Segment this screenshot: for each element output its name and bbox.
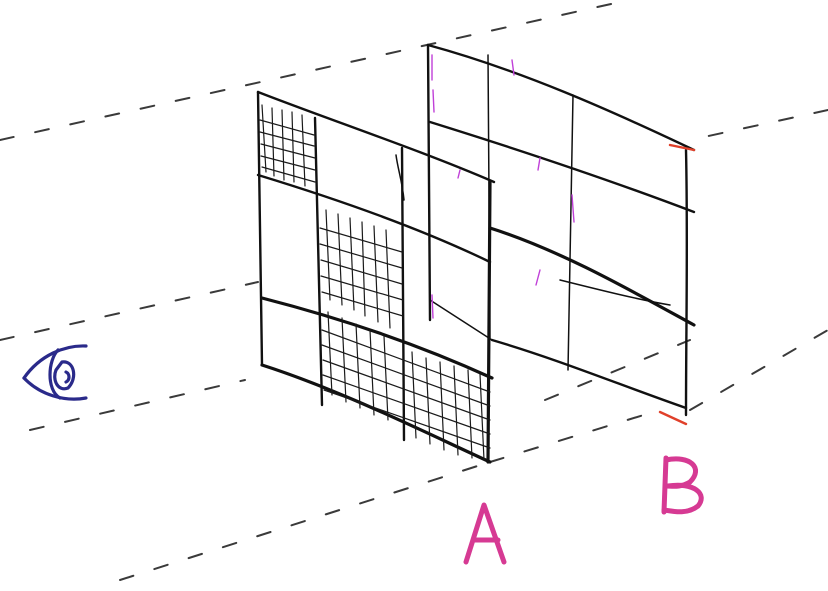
shaded-cell-top-left: [259, 104, 316, 187]
plane-a: [256, 90, 496, 464]
label-plane-b: B: [665, 459, 703, 524]
label-b-glyph: [661, 455, 704, 515]
shaded-cell-middle: [319, 209, 404, 329]
label-plane-a: A: [466, 509, 504, 574]
label-a-glyph: [463, 502, 507, 565]
eye-icon: [22, 344, 88, 401]
shaded-cell-bottom: [321, 311, 491, 461]
